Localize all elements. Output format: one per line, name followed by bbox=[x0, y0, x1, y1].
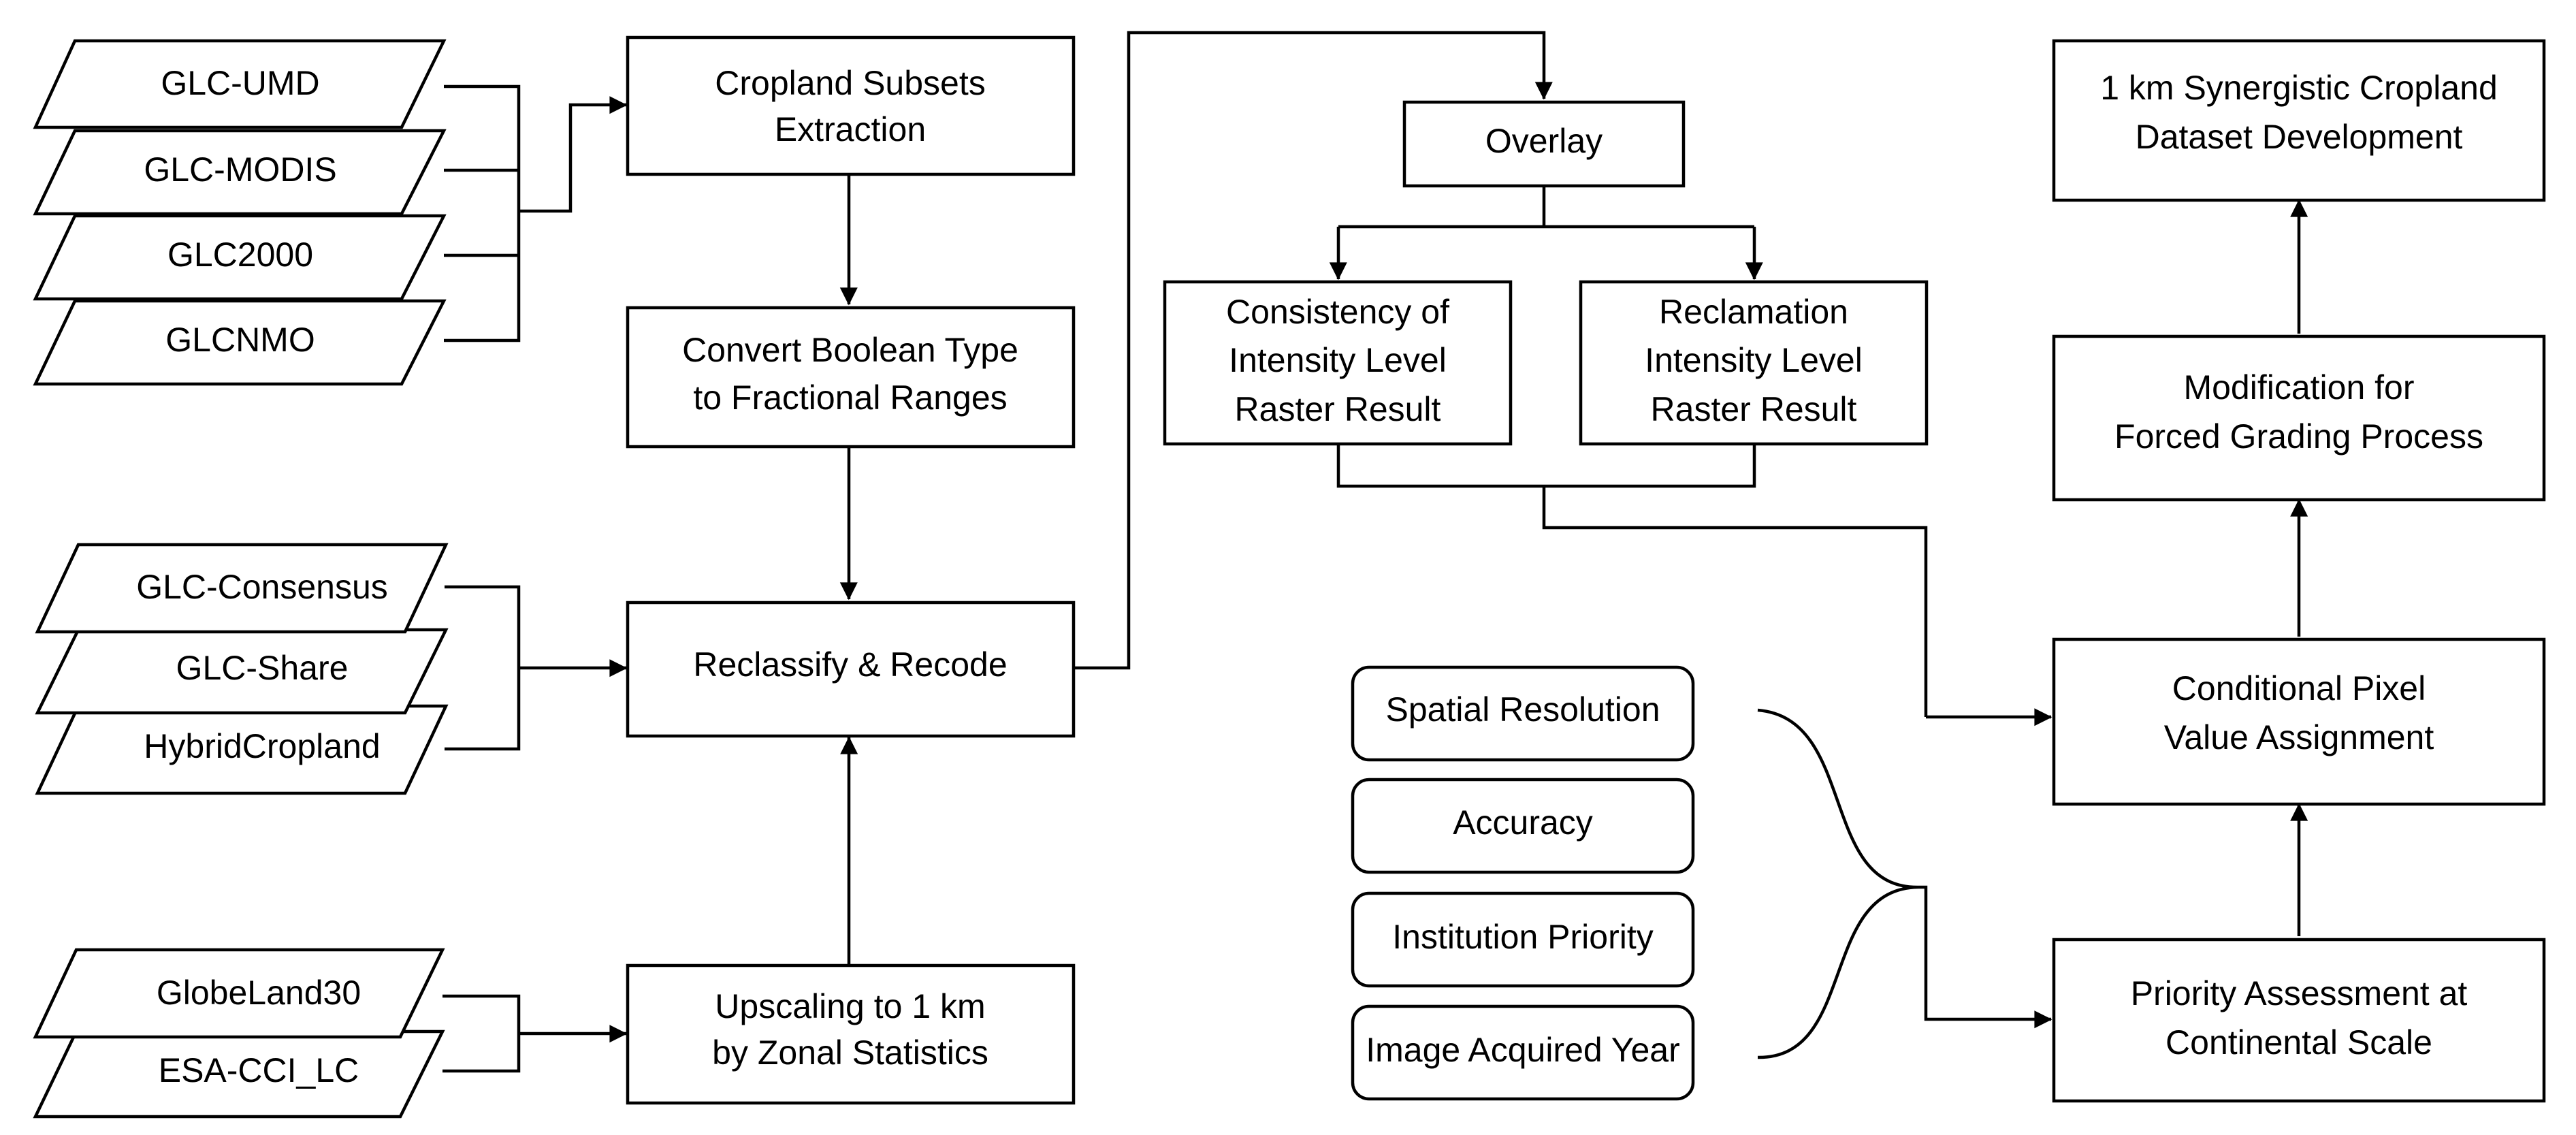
step-label-line: Extraction bbox=[775, 110, 926, 148]
step-label-line: Overlay bbox=[1485, 122, 1603, 160]
criterion-spatial-resolution: Spatial Resolution bbox=[1351, 665, 1695, 762]
dataset-label: GLC-MODIS bbox=[144, 150, 336, 189]
dataset-glc-modis: GLC-MODIS bbox=[33, 129, 447, 216]
step-label-line: Reclassify & Recode bbox=[693, 645, 1007, 684]
dataset-glcnmo: GLCNMO bbox=[33, 299, 447, 386]
dataset-label: GLCNMO bbox=[165, 321, 315, 359]
dataset-label: ESA-CCI_LC bbox=[159, 1051, 359, 1089]
step-overlay: Overlay bbox=[1402, 100, 1686, 188]
dataset-label: GlobeLand30 bbox=[157, 974, 361, 1012]
connectors bbox=[442, 31, 2308, 1073]
dataset-label: GLC2000 bbox=[167, 236, 313, 274]
connector-rasters-merge bbox=[1336, 444, 1928, 717]
step-label-line: Continental Scale bbox=[2166, 1023, 2432, 1061]
criterion-institution-priority: Institution Priority bbox=[1351, 891, 1695, 988]
criterion-label: Accuracy bbox=[1453, 803, 1593, 842]
step-label-line: Value Assignment bbox=[2164, 718, 2434, 756]
dataset-glc-umd: GLC-UMD bbox=[33, 39, 447, 129]
step-label-line: Forced Grading Process bbox=[2114, 417, 2483, 455]
step-conditional: Conditional Pixel Value Assignment bbox=[2052, 637, 2546, 806]
dataset-esa-cci-lc: ESA-CCI_LC bbox=[33, 1029, 445, 1119]
step-label-line: to Fractional Ranges bbox=[693, 379, 1007, 417]
step-label-line: Reclamation bbox=[1659, 293, 1848, 331]
step-label-line: Convert Boolean Type bbox=[682, 331, 1018, 369]
connector-group3-bracket bbox=[442, 994, 521, 1073]
step-reclassify: Reclassify & Recode bbox=[626, 601, 1076, 738]
step-label-line: Dataset Development bbox=[2136, 118, 2463, 156]
step-upscaling: Upscaling to 1 km by Zonal Statistics bbox=[626, 963, 1076, 1105]
criteria-brace bbox=[1757, 708, 1919, 1059]
connector-reclassify-to-overlay bbox=[1074, 31, 1553, 670]
dataset-glc2000: GLC2000 bbox=[33, 214, 447, 301]
criterion-label: Institution Priority bbox=[1392, 918, 1653, 956]
step-label-line: Upscaling to 1 km bbox=[715, 987, 985, 1025]
step-modification: Modification for Forced Grading Process bbox=[2052, 334, 2546, 502]
connector-group1-bracket bbox=[444, 84, 521, 342]
step-label-line: Raster Result bbox=[1651, 390, 1857, 428]
criterion-label: Image Acquired Year bbox=[1366, 1031, 1679, 1069]
step-reclamation: Reclamation Intensity Level Raster Resul… bbox=[1579, 280, 1929, 446]
connector-group1-to-extraction bbox=[519, 96, 628, 213]
connector-group2-bracket bbox=[445, 585, 521, 751]
step-label-line: Raster Result bbox=[1235, 390, 1441, 428]
step-synergistic: 1 km Synergistic Cropland Dataset Develo… bbox=[2052, 39, 2546, 202]
connector-criteria-to-priority bbox=[1918, 885, 2052, 1029]
step-label-line: Conditional Pixel bbox=[2172, 669, 2426, 707]
dataset-group-3: ESA-CCI_LC GlobeLand30 bbox=[33, 948, 445, 1119]
dataset-glc-share: GLC-Share bbox=[35, 628, 449, 715]
step-label-line: Intensity Level bbox=[1229, 341, 1447, 379]
dataset-label: GLC-Consensus bbox=[136, 568, 388, 606]
step-cropland-extraction: Cropland Subsets Extraction bbox=[626, 35, 1076, 176]
dataset-group-2: HybridCropland GLC-Share GLC-Consensus bbox=[35, 543, 449, 795]
step-convert-boolean: Convert Boolean Type to Fractional Range… bbox=[626, 306, 1076, 449]
dataset-label: GLC-UMD bbox=[161, 64, 319, 102]
step-label-line: Intensity Level bbox=[1645, 341, 1863, 379]
dataset-hybridcropland: HybridCropland bbox=[35, 704, 449, 795]
dataset-glc-consensus: GLC-Consensus bbox=[35, 543, 449, 634]
criterion-label: Spatial Resolution bbox=[1385, 690, 1660, 729]
step-label-line: Cropland Subsets bbox=[715, 64, 985, 102]
connector-overlay-split bbox=[1338, 186, 1754, 229]
criterion-image-acquired-year: Image Acquired Year bbox=[1351, 1004, 1695, 1101]
step-priority-assessment: Priority Assessment at Continental Scale bbox=[2052, 938, 2546, 1103]
step-label-line: 1 km Synergistic Cropland bbox=[2100, 69, 2498, 107]
dataset-label: HybridCropland bbox=[144, 727, 380, 765]
dataset-group-1: GLCNMO GLC2000 GLC-MODIS GLC-UMD bbox=[33, 39, 447, 386]
step-consistency: Consistency of Intensity Level Raster Re… bbox=[1163, 280, 1513, 446]
step-label-line: by Zonal Statistics bbox=[712, 1034, 988, 1072]
dataset-globeland30: GlobeLand30 bbox=[33, 948, 445, 1039]
step-label-line: Priority Assessment at bbox=[2131, 974, 2468, 1012]
step-label-line: Consistency of bbox=[1226, 293, 1449, 331]
criteria-group: Spatial Resolution Accuracy Institution … bbox=[1351, 665, 1695, 1101]
dataset-label: GLC-Share bbox=[176, 649, 349, 687]
criterion-accuracy: Accuracy bbox=[1351, 778, 1695, 874]
step-label-line: Modification for bbox=[2183, 368, 2414, 406]
